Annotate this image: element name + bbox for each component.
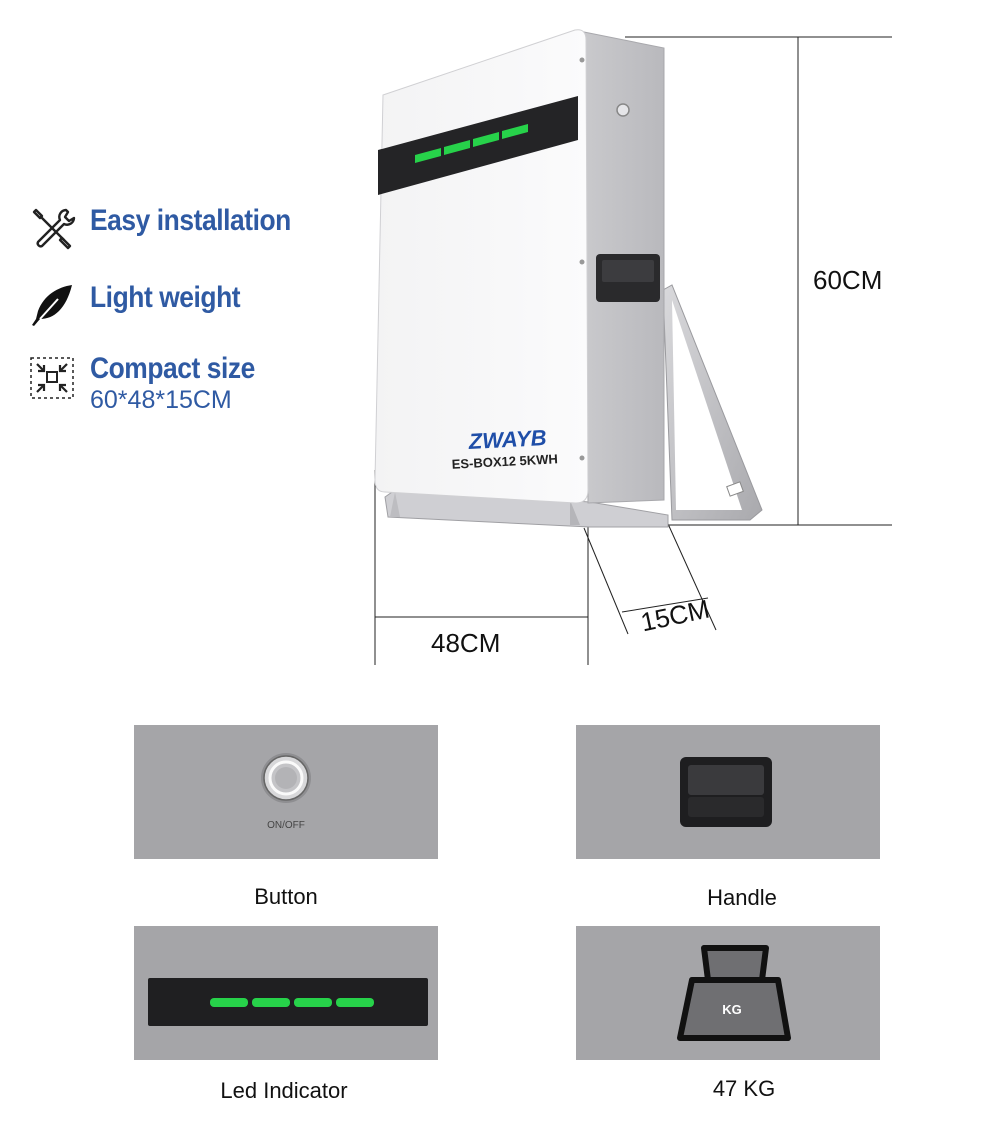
- handle-icon: [680, 757, 772, 827]
- on-off-label: ON/OFF: [267, 820, 305, 831]
- detail-card-button: ON/OFF: [134, 725, 438, 859]
- feather-icon: [32, 285, 72, 326]
- side-power-button: [616, 103, 630, 117]
- brand-logo: ZWAYB: [467, 425, 547, 454]
- detail-label-led: Led Indicator: [220, 1078, 348, 1103]
- model-name: ES-BOX12 5KWH: [451, 451, 558, 472]
- feature-easy-installation: Easy installation: [28, 204, 318, 252]
- feature-subtitle: 60*48*15CM: [90, 386, 232, 414]
- feature-light-weight: Light weight: [28, 281, 261, 329]
- detail-card-led: [134, 926, 438, 1060]
- width-dimension: 48CM: [431, 628, 501, 658]
- compress-icon: [30, 357, 74, 399]
- detail-label-button: Button: [254, 884, 318, 909]
- feature-title: Easy installation: [90, 204, 291, 237]
- feature-title: Light weight: [90, 281, 241, 314]
- height-dimension: 60CM: [813, 265, 883, 295]
- detail-label-weight: 47 KG: [712, 1076, 776, 1101]
- battery-illustration: ZWAYB ES-BOX12 5KWH: [374, 29, 892, 665]
- power-button-icon: ON/OFF: [261, 753, 311, 831]
- weight-icon: KG: [677, 945, 791, 1041]
- detail-label-handle: Handle: [707, 885, 777, 910]
- dimension-lines: [374, 36, 892, 665]
- detail-card-weight: KG: [576, 926, 880, 1060]
- tools-icon: [32, 208, 76, 250]
- feature-compact-size: Compact size 60*48*15CM: [28, 352, 277, 414]
- detail-card-handle: [576, 725, 880, 859]
- led-indicator-icon: [148, 978, 428, 1026]
- front-led-segments: [415, 124, 528, 163]
- kg-label: KG: [722, 1002, 742, 1017]
- wall-stand: [662, 284, 763, 521]
- feature-title: Compact size: [90, 352, 255, 385]
